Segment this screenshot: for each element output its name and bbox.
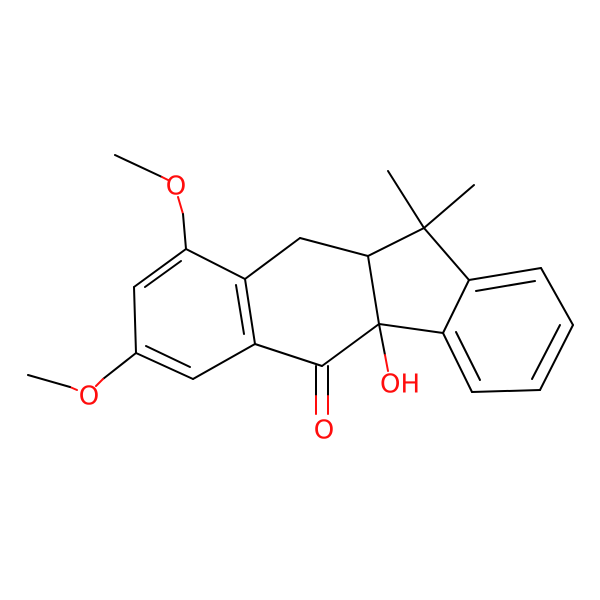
- bond-o-left-ring-red: [95, 378, 104, 387]
- bond-ar3-inner: [145, 345, 191, 368]
- bond-right-ar1: [442, 279, 470, 334]
- bond-right-ar2-inner: [475, 280, 536, 292]
- bond-quaternary-aryl: [378, 323, 444, 334]
- bond-methyl-top: [114, 154, 163, 178]
- skeleton-bonds: [27, 154, 574, 415]
- bond-right-ar4-inner: [531, 324, 561, 380]
- bond-ar1-inner: [144, 260, 182, 288]
- bond-ch2-left: [244, 237, 301, 280]
- oxygen-label-top-methoxy: O: [166, 172, 186, 202]
- bond-ch2-right: [299, 237, 369, 257]
- bond-ar4: [192, 343, 256, 380]
- bond-carbonyl-aryl: [254, 343, 323, 367]
- bond-right-ar2: [468, 267, 542, 281]
- oxygen-label-left-methoxy: O: [79, 382, 99, 412]
- bond-right-ar6: [442, 332, 473, 393]
- bond-right-ar5: [471, 389, 541, 393]
- bond-ar6: [185, 248, 246, 280]
- bond-oh: [378, 323, 386, 356]
- bond-o-top-ring-black: [182, 213, 187, 250]
- bond-oh-red: [384, 354, 389, 372]
- bond-ar5-inner: [235, 284, 245, 335]
- bond-right-ar3: [540, 267, 574, 326]
- bond-o-left-methyl: [27, 374, 71, 388]
- bond-methyl-1: [387, 170, 425, 229]
- bond-right-ar6-inner: [455, 331, 481, 381]
- bond-ar1: [133, 248, 187, 288]
- bond-ar5: [244, 278, 256, 345]
- oxygen-label-ketone: O: [314, 416, 334, 446]
- bond-cme2-aryl: [423, 227, 470, 281]
- bond-ar-o-left: [102, 352, 137, 380]
- bond-o-top-ring: [177, 196, 184, 215]
- bond-methyl-2: [423, 184, 475, 229]
- bond-ring-junction: [367, 255, 380, 325]
- atom-labels: O O OH O: [79, 172, 420, 446]
- bond-right-ar4: [539, 324, 574, 391]
- bond-o-top-methyl: [161, 176, 169, 181]
- bond-o-left-methyl-red: [69, 386, 78, 391]
- bond-carbonyl-quaternary: [321, 323, 380, 367]
- bond-cme2-junction: [367, 227, 425, 257]
- hydroxyl-label: OH: [380, 370, 420, 400]
- bond-ar3: [135, 352, 194, 380]
- bond-ar2: [133, 286, 137, 354]
